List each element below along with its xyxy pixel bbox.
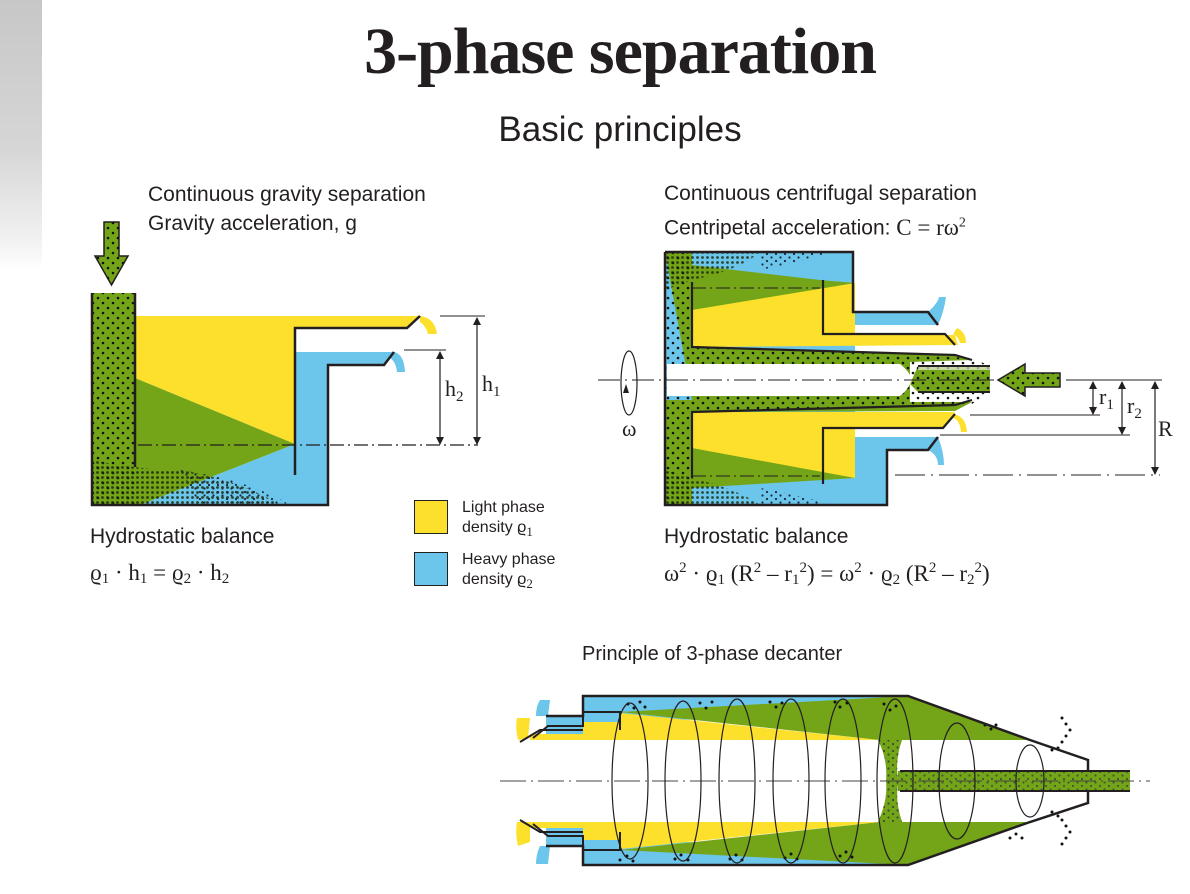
legend-light-text: Light phase density ϱ1 — [462, 498, 545, 542]
f-p5: ) = ω — [806, 561, 855, 586]
legend-light-density: density ϱ — [462, 519, 527, 536]
centrifugal-heading-line1: Continuous centrifugal separation — [664, 182, 977, 205]
down-arrow-icon — [93, 221, 130, 287]
legend-swatch-light — [414, 500, 448, 534]
page-title: 3-phase separation — [364, 15, 877, 88]
gravity-heading-line1: Continuous gravity separation — [148, 183, 426, 206]
rho1-symbol: ϱ — [90, 560, 102, 585]
legend-heavy-line1: Heavy phase — [462, 551, 556, 568]
left-arrow-icon — [996, 362, 1061, 398]
h2-sub: 2 — [221, 571, 230, 587]
centrifugal-heading-line2-text: Centripetal acceleration: — [664, 216, 897, 240]
centripetal-formula-sup: 2 — [958, 215, 966, 230]
page-subtitle: Basic principles — [498, 110, 742, 149]
rotation-icon — [620, 350, 638, 416]
omega-label: ω — [622, 416, 636, 441]
dim-h1-label: h1 — [482, 371, 501, 400]
centripetal-formula: C = rω2 — [896, 215, 966, 240]
f-p2sub: 1 — [717, 572, 726, 588]
dim-R-label: R — [1158, 416, 1173, 441]
side-gradient-strip — [0, 0, 42, 270]
gravity-separator-diagram: h2 h1 — [90, 221, 501, 507]
legend-light-sub: 1 — [526, 524, 533, 540]
h1-sub: 1 — [139, 571, 148, 587]
decanter-caption: Principle of 3-phase decanter — [582, 643, 843, 665]
f-p7: (R — [900, 561, 929, 586]
f-p6: · ϱ — [861, 561, 893, 586]
f-p2: · ϱ — [686, 561, 718, 586]
gravity-light-phase — [135, 316, 420, 444]
f-p4: – r — [761, 561, 792, 586]
f-p4sup: 2 — [799, 560, 807, 576]
f-p3sup: 2 — [753, 560, 762, 576]
f-p8sup: 2 — [974, 560, 983, 576]
f-p4sub: 1 — [791, 572, 800, 588]
f-p8: – r — [936, 561, 968, 586]
f-p6sub: 2 — [892, 572, 901, 588]
rho1-sub: 1 — [101, 571, 110, 587]
legend-heavy-text: Heavy phase density ϱ2 — [462, 550, 555, 594]
centrifugal-separator-diagram: ω — [598, 250, 1173, 507]
f-p5sup: 2 — [854, 560, 862, 576]
dim-h2-label: h2 — [445, 376, 464, 405]
gravity-heading: Continuous gravity separation Gravity ac… — [148, 180, 426, 238]
f-p1: ω — [664, 561, 680, 586]
f-p9: ) — [982, 561, 990, 586]
h2-symbol: h — [210, 560, 222, 585]
centrifugal-balance-formula: ω2 · ϱ1 (R2 – r12) = ω2 · ϱ2 (R2 – r22) — [664, 560, 990, 589]
gravity-heading-line2: Gravity acceleration, g — [148, 212, 357, 235]
legend-light-phase: Light phase density ϱ1 — [414, 498, 545, 542]
equals: = — [153, 560, 167, 585]
dim-r1-label: r1 — [1099, 384, 1114, 413]
gravity-balance-formula: ϱ1 · h1 = ϱ2 · h2 — [90, 560, 229, 588]
centrifugal-heading-line2: Centripetal acceleration: C = rω2 — [664, 208, 977, 243]
dot2: · — [196, 560, 205, 585]
f-p8sub: 2 — [967, 572, 975, 588]
rho2-sub: 2 — [183, 571, 192, 587]
legend-swatch-heavy — [414, 552, 448, 586]
dim-r2-label: r2 — [1127, 393, 1142, 422]
f-p1sup: 2 — [679, 560, 687, 576]
decanter-diagram — [500, 694, 1150, 867]
legend-heavy-density: density ϱ — [462, 571, 527, 588]
f-p3: (R — [725, 561, 754, 586]
legend-heavy-sub: 2 — [526, 576, 533, 592]
legend-light-line1: Light phase — [462, 499, 545, 516]
centripetal-formula-base: C = rω — [896, 214, 959, 240]
gravity-heavy-phase — [140, 352, 394, 505]
centrifugal-balance-label: Hydrostatic balance — [664, 525, 849, 548]
legend-heavy-line2: density ϱ2 — [462, 570, 555, 594]
rho2-symbol: ϱ — [171, 560, 184, 585]
f-p7sup: 2 — [928, 560, 937, 576]
legend-light-line2: density ϱ1 — [462, 518, 545, 542]
dot1: · — [114, 560, 123, 585]
h1-symbol: h — [128, 560, 140, 585]
gravity-light-outflow — [420, 316, 437, 334]
gravity-heavy-outflow — [390, 352, 405, 372]
gravity-balance-label: Hydrostatic balance — [90, 525, 275, 548]
centrifugal-heading: Continuous centrifugal separation Centri… — [664, 179, 977, 243]
legend-heavy-phase: Heavy phase density ϱ2 — [414, 550, 555, 594]
